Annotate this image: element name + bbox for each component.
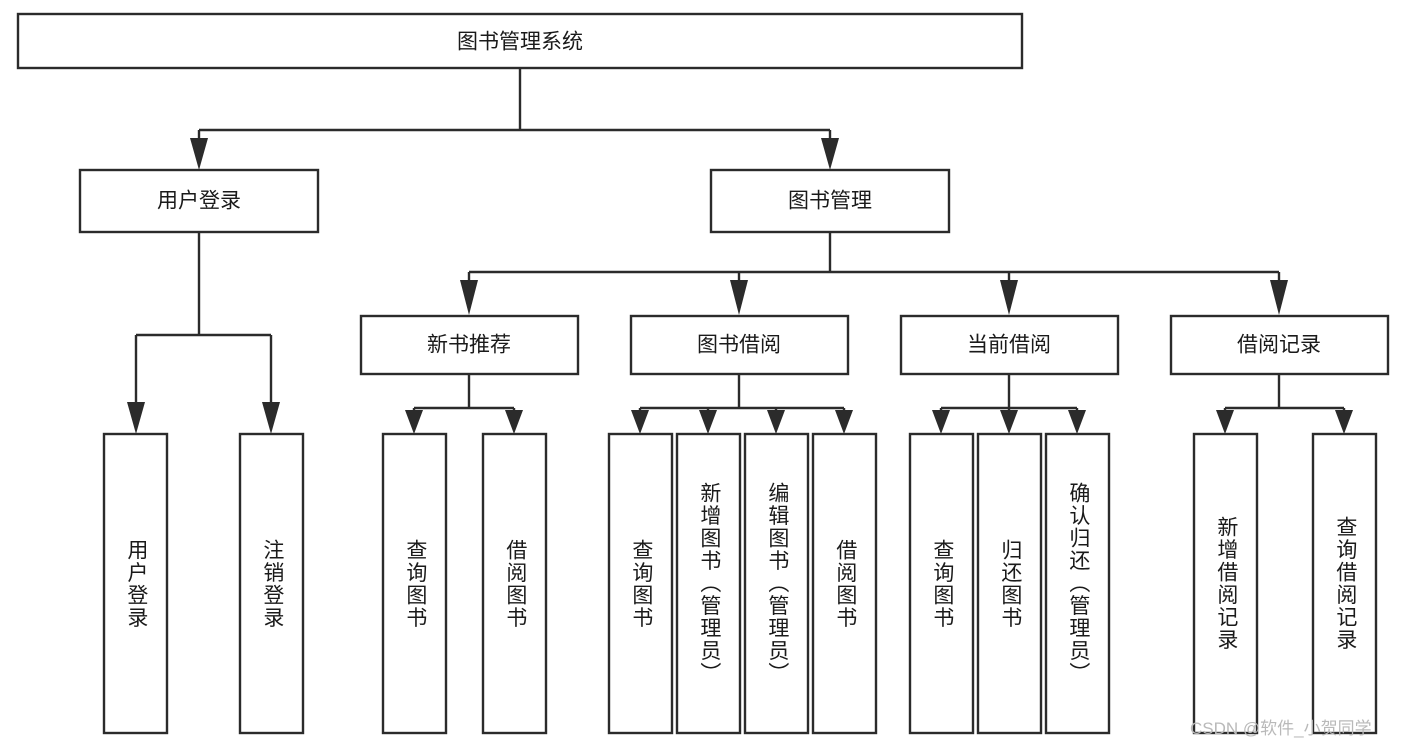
arrow-leaf-current-return-icon: [1000, 410, 1018, 434]
arrow-to-book-borrow-icon: [730, 280, 748, 315]
arrow-to-borrow-record-icon: [1270, 280, 1288, 315]
node-new-book-recommend-box[interactable]: [359, 314, 580, 376]
node-book-borrow-box[interactable]: [629, 314, 850, 376]
arrow-leaf-current-query-icon: [932, 410, 950, 434]
arrow-to-new-book-icon: [460, 280, 478, 315]
leaf-box-record-query[interactable]: [1311, 432, 1378, 735]
node-root[interactable]: 图书管理系统: [16, 12, 1024, 70]
watermark-text: CSDN @软件_小贺同学: [1190, 719, 1372, 738]
arrow-leaf-borrow-lend-icon: [835, 410, 853, 434]
node-borrow-record[interactable]: 借阅记录: [1169, 314, 1390, 376]
arrow-leaf-borrow-add-icon: [699, 410, 717, 434]
node-current-borrow-label: 当前借阅: [967, 334, 1051, 357]
leaf-box-newbook-borrow[interactable]: [481, 432, 548, 735]
node-book-borrow-label: 图书借阅: [697, 334, 781, 357]
node-root-label: 图书管理系统: [457, 31, 583, 54]
leaf-box-borrow-query[interactable]: [607, 432, 674, 735]
node-user-login-label: 用户登录: [157, 190, 241, 213]
arrow-leaf-user-login-icon: [127, 402, 145, 434]
arrow-leaf-record-add-icon: [1216, 410, 1234, 434]
node-book-management[interactable]: 图书管理: [709, 168, 951, 234]
leaf-box-current-query[interactable]: [908, 432, 975, 735]
arrow-leaf-newbook-query-icon: [405, 410, 423, 434]
leaf-box-borrow-add[interactable]: [675, 432, 742, 735]
arrow-leaf-borrow-edit-icon: [767, 410, 785, 434]
node-root-box[interactable]: [16, 12, 1024, 70]
leaf-box-current-return[interactable]: [976, 432, 1043, 735]
node-book-borrow[interactable]: 图书借阅: [629, 314, 850, 376]
leaf-box-borrow-lend[interactable]: [811, 432, 878, 735]
arrow-leaf-newbook-borrow-icon: [505, 410, 523, 434]
arrow-leaf-record-query-icon: [1335, 410, 1353, 434]
node-borrow-record-box[interactable]: [1169, 314, 1390, 376]
node-new-book-recommend[interactable]: 新书推荐: [359, 314, 580, 376]
node-new-book-recommend-label: 新书推荐: [427, 334, 511, 357]
node-book-management-box[interactable]: [709, 168, 951, 234]
leaf-box-record-add[interactable]: [1192, 432, 1259, 735]
leaf-box-logout[interactable]: [238, 432, 305, 735]
leaf-box-newbook-query[interactable]: [381, 432, 448, 735]
node-current-borrow-box[interactable]: [899, 314, 1120, 376]
node-user-login[interactable]: 用户登录: [78, 168, 320, 234]
arrow-leaf-current-confirm-icon: [1068, 410, 1086, 434]
leaf-box-user-login[interactable]: [102, 432, 169, 735]
arrow-to-current-borrow-icon: [1000, 280, 1018, 315]
arrow-to-book-mgmt-icon: [821, 138, 839, 170]
node-current-borrow[interactable]: 当前借阅: [899, 314, 1120, 376]
arrow-leaf-logout-icon: [262, 402, 280, 434]
node-borrow-record-label: 借阅记录: [1237, 334, 1321, 357]
arrow-to-user-login-icon: [190, 138, 208, 170]
node-book-management-label: 图书管理: [788, 190, 872, 213]
arrow-leaf-borrow-query-icon: [631, 410, 649, 434]
leaf-box-current-confirm[interactable]: [1044, 432, 1111, 735]
leaf-box-borrow-edit[interactable]: [743, 432, 810, 735]
